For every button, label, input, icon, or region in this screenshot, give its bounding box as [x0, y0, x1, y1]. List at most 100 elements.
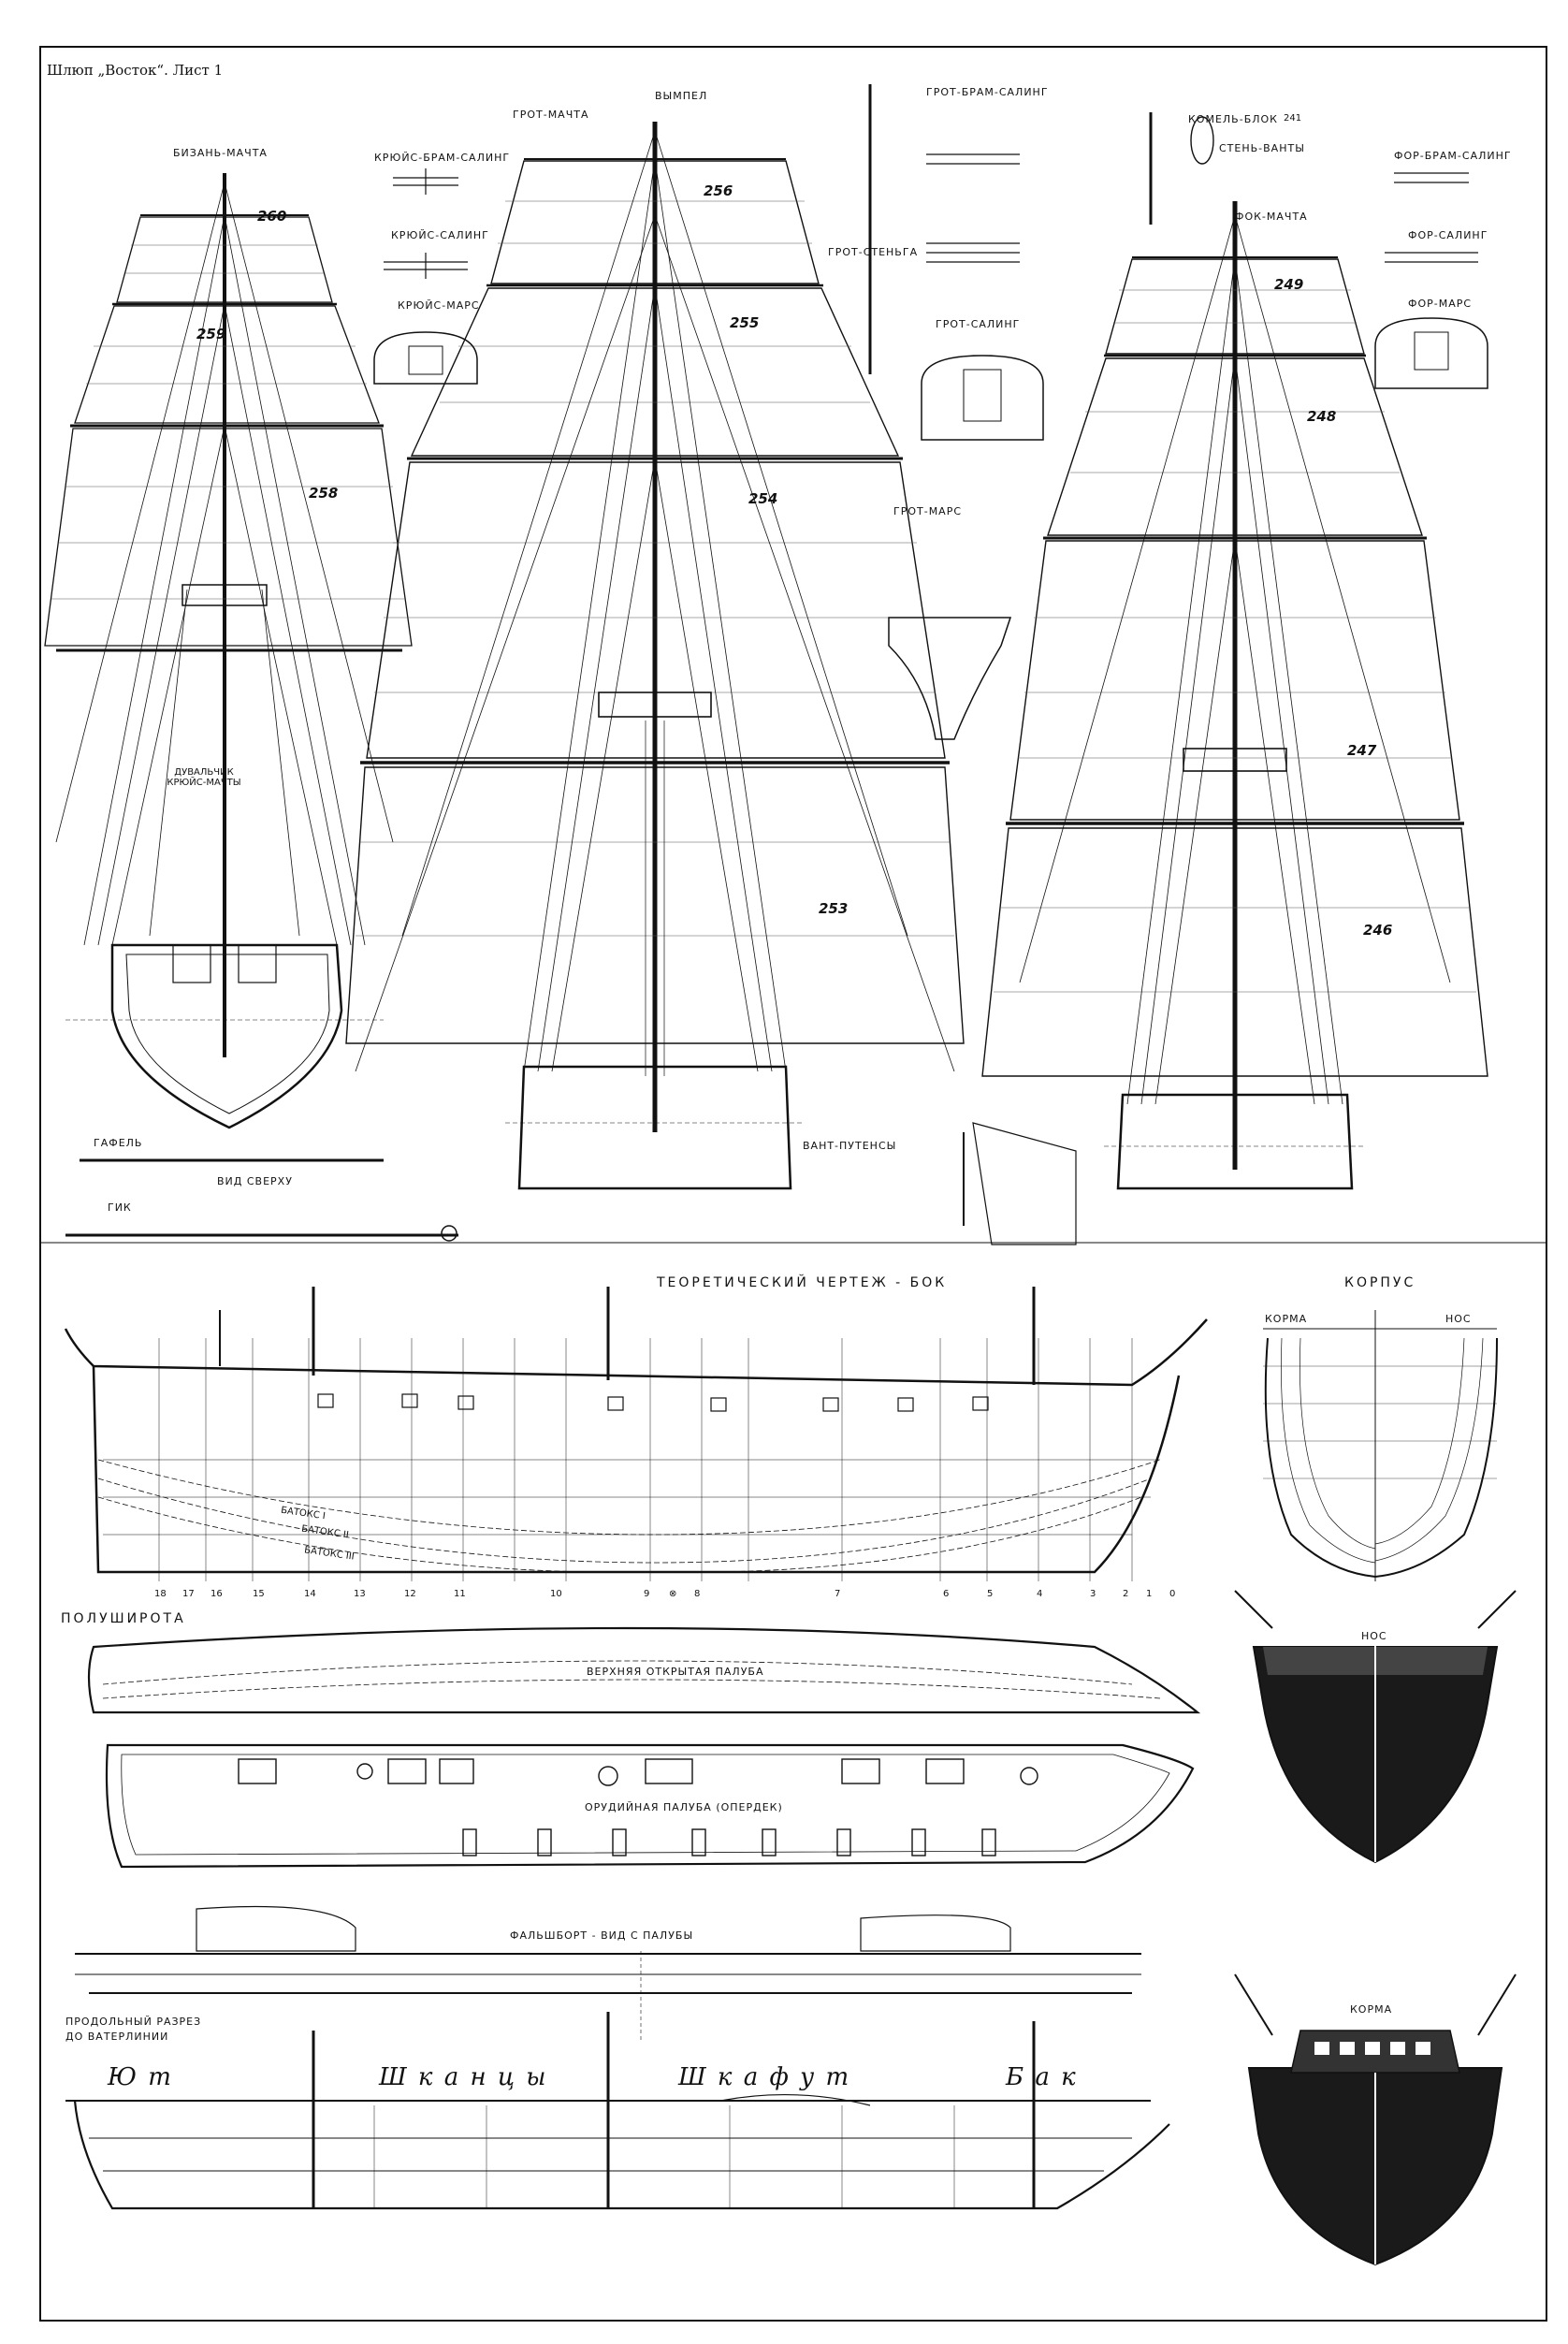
upper-deck-label: ВЕРХНЯЯ ОТКРЫТАЯ ПАЛУБА	[587, 1666, 764, 1678]
deck-plan	[105, 1743, 1195, 1869]
mizzen-tgallant-crosstree-label: КРЮЙС-БРАМ-САЛИНГ	[374, 152, 511, 164]
mizzen-sail-259	[74, 305, 380, 424]
station-5: 5	[987, 1589, 994, 1599]
sail-number-259: 259	[196, 326, 226, 342]
fore-mast-drawing	[981, 201, 1488, 1190]
fore-top-detail	[1374, 317, 1488, 389]
station-3: 3	[1090, 1589, 1096, 1599]
half-breadth-plan	[87, 1626, 1201, 1714]
sail-number-256: 256	[704, 182, 733, 199]
main-hull-section	[517, 1065, 792, 1190]
stern-view-label: КОРМА	[1350, 2003, 1393, 2016]
fore-sail-247	[1009, 540, 1460, 821]
station-7: 7	[835, 1589, 841, 1599]
station-13: 13	[354, 1589, 366, 1599]
mizzen-mast-drawing	[44, 173, 413, 1129]
heel-block-label: КОМЕЛЬ-БЛОК	[1188, 113, 1278, 125]
body-stern-label: КОРМА	[1265, 1313, 1308, 1325]
long-section-label-1: ПРОДОЛЬНЫЙ РАЗРЕЗ	[65, 2016, 202, 2028]
main-sail-255	[410, 287, 900, 457]
main-top-detail	[921, 355, 1044, 441]
mizzen-top-label: КРЮЙС-МАРС	[398, 299, 480, 312]
bulwark-view	[75, 1905, 1141, 2040]
fore-top	[1183, 748, 1287, 772]
hull-side-view	[64, 1287, 1208, 1581]
boom-label: ГИК	[108, 1201, 132, 1214]
hull-profile	[92, 1365, 1181, 1574]
fore-sail-246	[981, 827, 1488, 1077]
sail-number-260: 260	[257, 208, 287, 225]
fore-sail-248	[1047, 357, 1423, 536]
waist-label: Ш к а ф у т	[678, 2063, 851, 2091]
fore-crosstree-label: ФОР-САЛИНГ	[1408, 229, 1488, 241]
main-top-label: ГРОТ-МАРС	[893, 505, 963, 517]
station-4: 4	[1037, 1589, 1043, 1599]
station-12: 12	[404, 1589, 416, 1599]
main-tgallant-crosstree-label: ГРОТ-БРАМ-САЛИНГ	[926, 86, 1049, 98]
forecastle-label: Б а к	[1006, 2063, 1078, 2091]
station-16: 16	[211, 1589, 223, 1599]
main-topmast-label: ГРОТ-СТЕНЬГА	[828, 246, 919, 258]
sheet-title: Шлюп „Восток“. Лист 1	[47, 62, 224, 79]
body-bow-label: НОС	[1445, 1313, 1472, 1325]
station-18: 18	[154, 1589, 167, 1599]
top-view-label: ВИД СВЕРХУ	[217, 1175, 293, 1187]
fore-top-label: ФОР-МАРС	[1408, 298, 1473, 310]
fore-hull-section	[1116, 1093, 1354, 1190]
station-9: 9	[644, 1589, 650, 1599]
quarterdeck-label: Ш к а н ц ы	[379, 2063, 548, 2091]
station-6: 6	[943, 1589, 950, 1599]
station-0: 0	[1169, 1589, 1176, 1599]
chain-plates-label: ВАНТ-ПУТЕНСЫ	[803, 1140, 897, 1152]
mizzen-hull-section	[110, 943, 343, 1129]
heel-block-number: 241	[1284, 113, 1302, 124]
gun-deck-label: ОРУДИЙНАЯ ПАЛУБА (ОПЕРДЕК)	[585, 1801, 783, 1813]
fore-mast-label: ФОК-МАЧТА	[1235, 211, 1308, 223]
long-section-label-2: ДО ВАТЕРЛИНИИ	[65, 2031, 169, 2043]
main-mast-drawing	[345, 122, 965, 1190]
detail-insets	[65, 84, 1488, 1245]
fore-tgallant-crosstree-label: ФОР-БРАМ-САЛИНГ	[1394, 150, 1512, 162]
sheet-frame	[39, 46, 1547, 2322]
sail-number-248: 248	[1307, 408, 1337, 425]
topmast-shrouds-label: СТЕНЬ-ВАНТЫ	[1219, 142, 1305, 154]
gaff-label: ГАФЕЛЬ	[94, 1137, 143, 1149]
station-8: 8	[694, 1589, 701, 1599]
davit-label: ДУВАЛЬЧИК КРЮЙС-МАЧТЫ	[167, 767, 241, 788]
main-mast-label: ГРОТ-МАЧТА	[513, 109, 589, 121]
mizzen-top	[181, 584, 268, 606]
sail-number-249: 249	[1274, 276, 1304, 293]
poop-deck-label: Ю т	[108, 2063, 173, 2091]
sail-number-247: 247	[1347, 742, 1377, 759]
main-sail-256	[490, 160, 820, 284]
sail-number-254: 254	[748, 490, 778, 507]
station-midship: ⊗	[669, 1589, 677, 1599]
station-17: 17	[182, 1589, 195, 1599]
station-15: 15	[253, 1589, 265, 1599]
main-sail-253	[345, 766, 965, 1044]
boat-on-bulwark	[196, 1905, 356, 1952]
main-crosstree-label: ГРОТ-САЛИНГ	[936, 318, 1021, 330]
station-numbers: 18 17 16 15 14 13 12 11 10 9 8 7 6 5 4 3…	[150, 1589, 1179, 1608]
mizzen-mast-label: БИЗАНЬ-МАЧТА	[173, 147, 268, 159]
pennant-label: ВЫМПЕЛ	[655, 90, 708, 102]
mizzen-top-detail	[373, 331, 478, 385]
main-top	[598, 692, 712, 718]
side-view-title: ТЕОРЕТИЧЕСКИЙ ЧЕРТЕЖ - БОК	[657, 1275, 948, 1290]
bow-stern-renderings	[1234, 1590, 1517, 2266]
main-sail-254	[366, 461, 946, 759]
sail-number-246: 246	[1363, 922, 1393, 939]
body-plan	[1263, 1310, 1498, 1581]
bow-view-label: НОС	[1361, 1630, 1387, 1642]
mizzen-crosstree-label: КРЮЙС-САЛИНГ	[391, 229, 489, 241]
mizzen-sail-258	[44, 428, 413, 647]
station-14: 14	[304, 1589, 316, 1599]
sail-number-258: 258	[309, 485, 339, 502]
sail-number-253: 253	[819, 900, 849, 917]
mizzen-sail-260	[116, 216, 333, 303]
main-top-profile	[888, 617, 1012, 740]
longitudinal-section	[65, 2012, 1170, 2210]
station-11: 11	[454, 1589, 466, 1599]
